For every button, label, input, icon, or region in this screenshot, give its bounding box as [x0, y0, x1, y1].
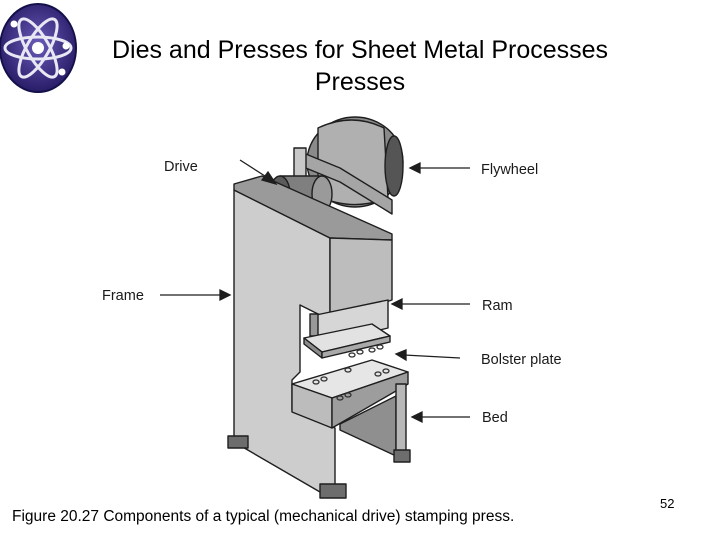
figure-caption: Figure 20.27 Components of a typical (me…: [12, 508, 515, 525]
label-ram: Ram: [482, 298, 513, 314]
stamping-press-diagram: Drive Flywheel Frame Ram Bolster plate B…: [102, 116, 562, 499]
label-bolster-plate: Bolster plate: [481, 352, 562, 368]
label-drive: Drive: [164, 159, 198, 175]
atom-logo-icon: [0, 3, 77, 93]
label-bed: Bed: [482, 410, 508, 426]
label-flywheel: Flywheel: [481, 162, 538, 178]
label-frame: Frame: [102, 288, 144, 304]
title-line-1: Dies and Presses for Sheet Metal Process…: [111, 36, 609, 64]
page-number: 52: [660, 496, 675, 511]
title-line-2: Presses: [314, 68, 406, 96]
slide-title: Dies and Presses for Sheet Metal Process…: [80, 34, 640, 98]
